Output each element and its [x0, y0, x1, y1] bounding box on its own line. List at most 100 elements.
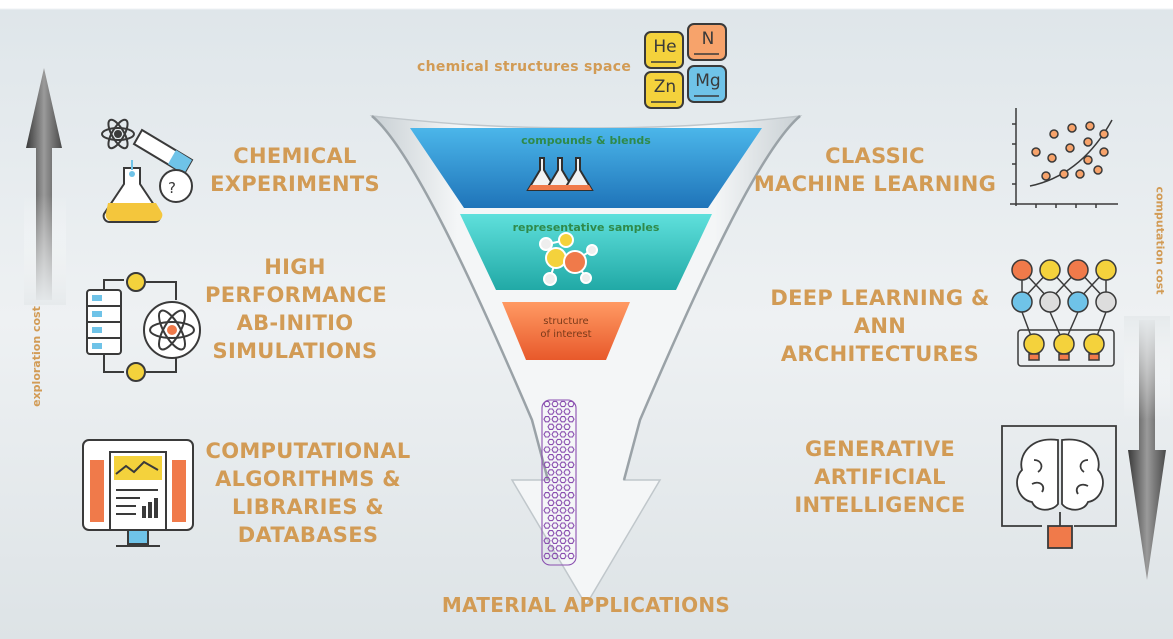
- nanotube-cell: [555, 484, 563, 491]
- nanotube-cell: [547, 499, 555, 506]
- nanotube-cell: [543, 446, 551, 453]
- element-zn: Zn: [653, 77, 677, 97]
- nanotube-cell: [567, 416, 575, 423]
- nanotube-cell: [555, 545, 563, 552]
- nanotube-cell: [551, 552, 559, 560]
- nanotube-cell: [543, 416, 551, 423]
- stage-3-line-2: of interest: [540, 328, 592, 340]
- left-item-2: HIGH PERFORMANCE AB-INITIO SIMULATIONS: [205, 254, 388, 366]
- nanotube-cell: [567, 431, 575, 438]
- nanotube-cell: [567, 461, 575, 468]
- nanotube-cell: [567, 552, 575, 560]
- nanotube-cell: [555, 514, 563, 522]
- neural-network-icon: [1011, 259, 1117, 367]
- nanotube-cell: [555, 499, 563, 506]
- nanotube-cell: [559, 552, 567, 560]
- left-item-3-line: LIBRARIES &: [231, 494, 384, 519]
- nanotube-cell: [543, 507, 551, 514]
- left-item-3-line: ALGORITHMS &: [215, 466, 401, 491]
- computation-cost-arrow: [1124, 316, 1170, 580]
- nanotube-cell: [547, 408, 555, 415]
- nanotube-cell: [559, 492, 567, 499]
- nanotube-cell: [551, 476, 559, 484]
- nanotube-cell: [559, 446, 567, 453]
- nanotube-cell: [543, 537, 551, 544]
- left-item-2-line: PERFORMANCE: [205, 282, 388, 307]
- left-item-2-line: AB-INITIO: [236, 310, 354, 335]
- nanotube-cell: [551, 492, 559, 499]
- nanotube-cell: [551, 507, 559, 514]
- nanotube-cell: [559, 507, 567, 514]
- nanotube-cell: [563, 469, 571, 476]
- scatter-plot-icon: [1010, 108, 1118, 208]
- nanotube-cell: [563, 530, 571, 537]
- nanotube-cell: [551, 416, 559, 423]
- nanotube-cell: [567, 537, 575, 544]
- nanotube-cell: [563, 408, 571, 415]
- molecule-icon: [539, 232, 598, 286]
- nanotube-cell: [567, 476, 575, 484]
- nanotube-cell: [567, 522, 575, 529]
- right-item-2-line: DEEP LEARNING &: [770, 286, 990, 310]
- nanotube-cell: [543, 461, 551, 468]
- element-n: N: [701, 29, 715, 49]
- right-item-2: DEEP LEARNING & ANN ARCHITECTURES: [760, 285, 1000, 369]
- material-applications-label: MATERIAL APPLICATIONS: [441, 593, 731, 617]
- nanotube-cell: [559, 431, 567, 438]
- stage-2-label: representative samples: [512, 221, 660, 234]
- nanotube-cell: [551, 537, 559, 544]
- nanotube-cell: [563, 438, 571, 446]
- nanotube-cell: [555, 530, 563, 537]
- nanotube-cell: [563, 545, 571, 552]
- nanotube-cell: [563, 423, 571, 430]
- nanotube-cell: [567, 400, 575, 408]
- nanotube-cell: [551, 431, 559, 438]
- periodic-elements-icon: [644, 23, 727, 109]
- nanotube-cell: [567, 492, 575, 499]
- nanotube-cell: [559, 400, 567, 408]
- left-item-3-line: DATABASES: [237, 522, 379, 547]
- nanotube-cell: [551, 461, 559, 468]
- nanotube-cell: [543, 400, 551, 408]
- chemical-space-label: chemical structures space: [417, 59, 632, 75]
- nanotube-cell: [563, 454, 571, 461]
- nanotube-cell: [543, 476, 551, 484]
- nanotube-cell: [543, 552, 551, 560]
- nanotube-cell: [555, 423, 563, 430]
- left-item-2-line: HIGH: [264, 255, 326, 279]
- nanotube-cell: [547, 530, 555, 537]
- nanotube-icon: [541, 399, 577, 566]
- right-item-3: GENERATIVE ARTIFICIAL INTELLIGENCE: [790, 436, 970, 520]
- nanotube-cell: [551, 400, 559, 408]
- nanotube-cell: [547, 545, 555, 552]
- nanotube-cell: [547, 484, 555, 491]
- nanotube-cell: [559, 522, 567, 529]
- nanotube-cell: [559, 537, 567, 544]
- element-mg: Mg: [695, 71, 721, 91]
- nanotube-cell: [559, 476, 567, 484]
- chemistry-lab-icon: ?: [101, 118, 194, 223]
- nanotube-cell: [555, 438, 563, 446]
- right-item-1-line: CLASSIC: [825, 144, 925, 168]
- stage-3-label: structure of interest: [516, 316, 616, 341]
- svg-text:?: ?: [168, 179, 176, 197]
- nanotube-cell: [563, 499, 571, 506]
- nanotube-cell: [547, 454, 555, 461]
- right-item-1-line: MACHINE LEARNING: [753, 171, 997, 196]
- stage-1-label: compounds & blends: [521, 134, 651, 147]
- nanotube-cell: [543, 522, 551, 529]
- exploration-cost-label: exploration cost: [29, 306, 43, 407]
- flasks-icon: [526, 157, 594, 191]
- element-he: He: [653, 37, 677, 57]
- right-item-3-line: ARTIFICIAL: [814, 464, 946, 489]
- right-item-3-line: INTELLIGENCE: [794, 492, 966, 517]
- stage-2-band: [460, 214, 712, 290]
- nanotube-cell: [551, 446, 559, 453]
- nanotube-cell: [563, 514, 571, 522]
- nanotube-cell: [555, 454, 563, 461]
- nanotube-cell: [559, 461, 567, 468]
- nanotube-cell: [567, 446, 575, 453]
- nanotube-cell: [547, 423, 555, 430]
